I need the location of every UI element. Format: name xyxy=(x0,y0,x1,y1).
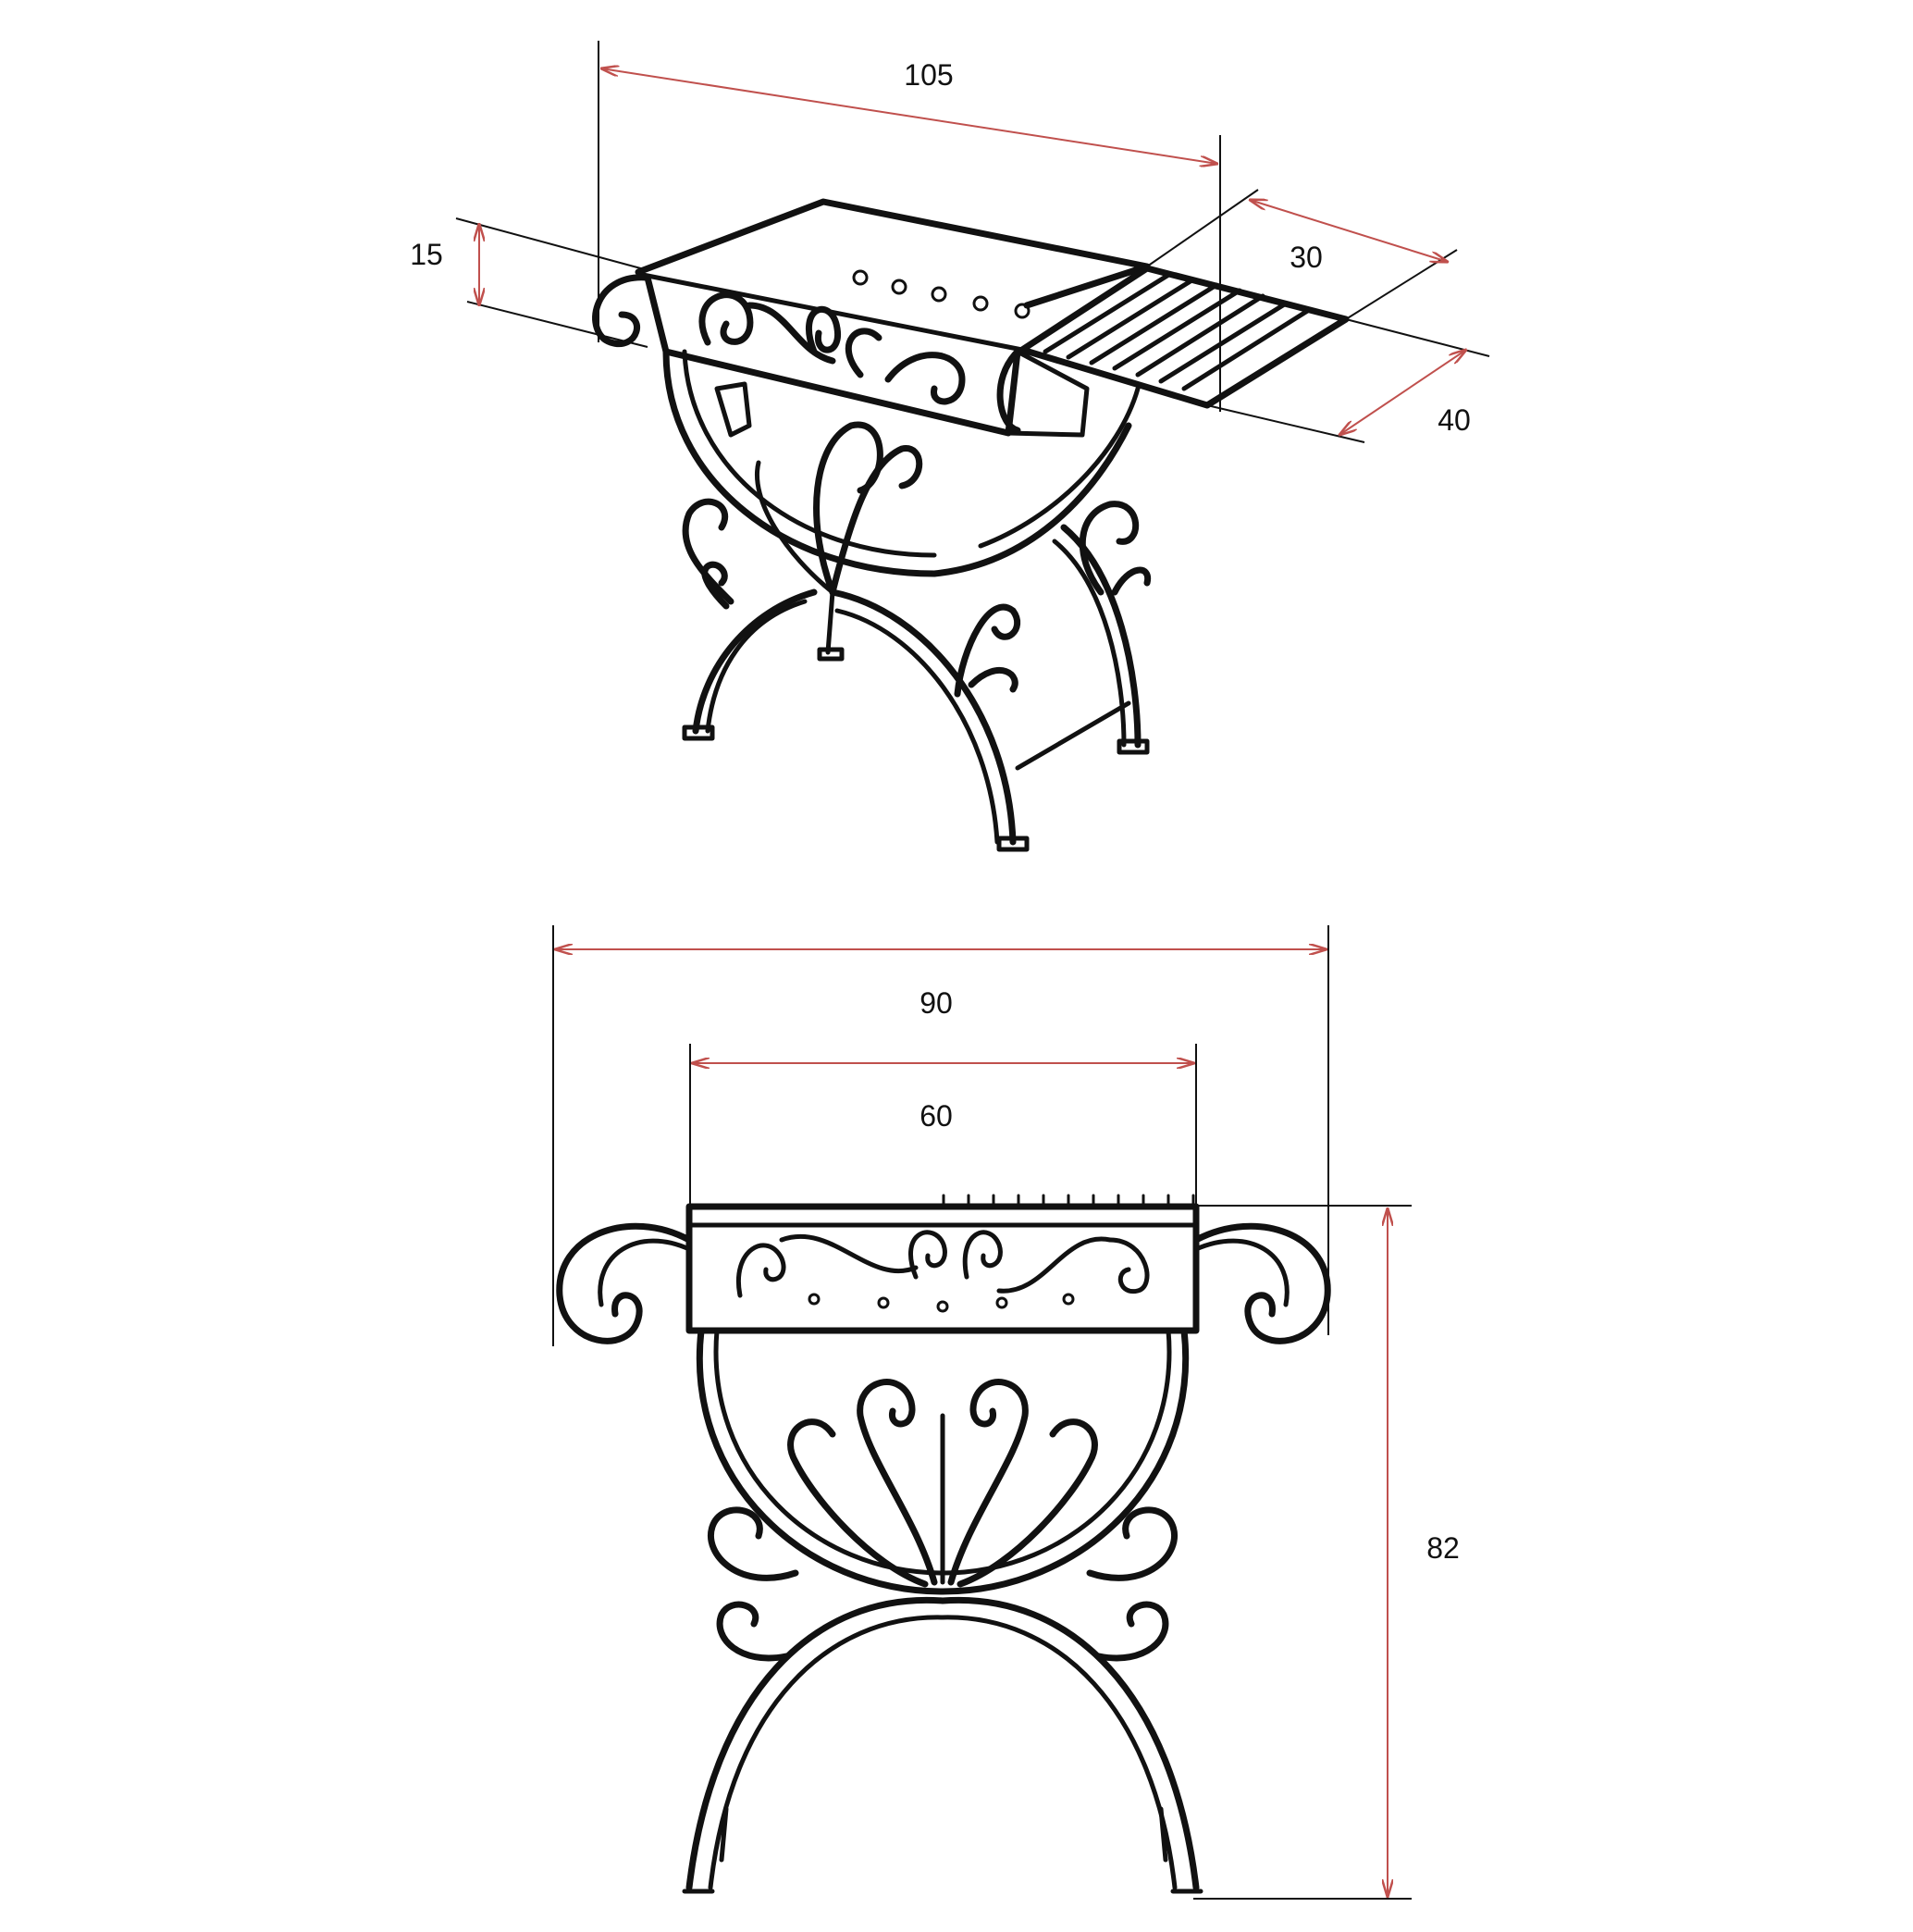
dim-label-length: 105 xyxy=(904,58,953,92)
front-grill-sketch xyxy=(556,1194,1331,1894)
dim-label-box-width: 60 xyxy=(919,1099,953,1133)
dim-line-40 xyxy=(1339,350,1466,435)
dim-label-overall-width: 90 xyxy=(919,986,953,1020)
front-dimension-lines xyxy=(555,949,1388,1897)
dim-label-grate-depth: 30 xyxy=(1290,241,1323,274)
front-extension-lines xyxy=(552,925,1412,1900)
skewer-notches xyxy=(942,1194,1195,1208)
dim-label-height: 15 xyxy=(410,238,443,271)
vent-holes xyxy=(852,269,1031,319)
perspective-dimension-lines xyxy=(479,68,1466,435)
dim-line-105 xyxy=(601,68,1217,164)
perspective-grill-sketch xyxy=(592,198,1350,852)
dim-line-30 xyxy=(1250,200,1448,262)
dim-label-depth: 40 xyxy=(1438,403,1471,437)
perspective-view: 105 15 30 40 xyxy=(410,41,1490,852)
dim-label-overall-height: 82 xyxy=(1426,1531,1460,1565)
front-view: 90 60 82 xyxy=(552,925,1460,1900)
perspective-extension-lines xyxy=(455,41,1490,443)
